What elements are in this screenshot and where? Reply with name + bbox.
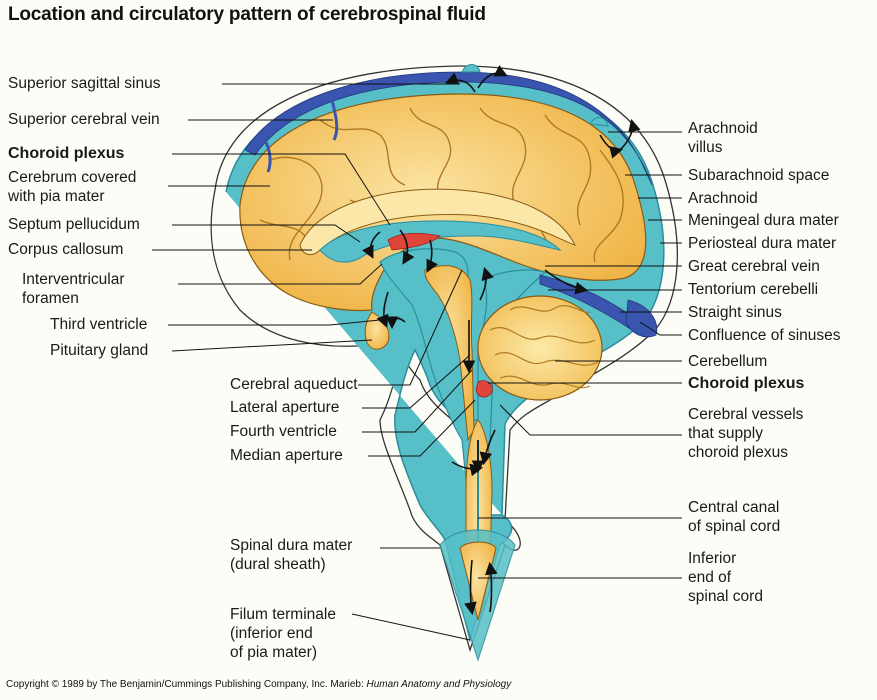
page-title: Location and circulatory pattern of cere…: [8, 4, 486, 25]
label-great-cerebral-vein: Great cerebral vein: [688, 258, 820, 275]
label-cerebral-aqueduct: Cerebral aqueduct: [230, 376, 358, 393]
label-choroid-plexus-bottom: Choroid plexus: [688, 375, 805, 392]
label-lateral-aperture: Lateral aperture: [230, 399, 340, 416]
label-fourth-ventricle: Fourth ventricle: [230, 423, 337, 440]
leader-lines: [152, 83, 682, 641]
choroid-plexus-shapes: [387, 232, 493, 398]
label-corpus-callosum: Corpus callosum: [8, 241, 124, 258]
label-choroid-plexus-top: Choroid plexus: [8, 145, 125, 162]
label-cerebrum: Cerebrum covered with pia mater: [8, 169, 137, 205]
csf-flow-arrows: [361, 64, 641, 616]
label-superior-cerebral-vein: Superior cerebral vein: [8, 111, 160, 128]
label-cerebral-vessels: Cerebral vessels that supply choroid ple…: [688, 406, 804, 461]
superior-cerebral-veins: [263, 91, 339, 173]
lateral-ventricle: [319, 220, 562, 263]
label-central-canal: Central canal of spinal cord: [688, 499, 781, 535]
brainstem-shape: [424, 265, 475, 442]
label-filum-terminale: Filum terminale (inferior end of pia mat…: [230, 606, 336, 661]
arachnoid-villi: [461, 64, 609, 127]
superior-sagittal-sinus-shape: [244, 71, 653, 186]
label-straight-sinus: Straight sinus: [688, 304, 782, 321]
label-confluence-of-sinuses: Confluence of sinuses: [688, 327, 841, 344]
label-arachnoid-villus: Arachnoid villus: [688, 120, 758, 156]
label-spinal-dura-mater: Spinal dura mater (dural sheath): [230, 537, 353, 573]
copyright-notice: Copyright © 1989 by The Benjamin/Cumming…: [6, 679, 511, 690]
label-cerebellum: Cerebellum: [688, 353, 768, 370]
label-septum-pellucidum: Septum pellucidum: [8, 216, 140, 233]
cerebellum-shape: [477, 295, 603, 401]
label-inferior-end: Inferior end of spinal cord: [688, 550, 763, 605]
spinal-cord-lower: [459, 541, 497, 621]
label-meningeal-dura-mater: Meningeal dura mater: [688, 212, 839, 229]
label-tentorium-cerebelli: Tentorium cerebelli: [688, 281, 819, 298]
copyright-book-title: Human Anatomy and Physiology: [366, 679, 512, 690]
label-median-aperture: Median aperture: [230, 447, 343, 464]
label-periosteal-dura-mater: Periosteal dura mater: [688, 235, 837, 252]
label-superior-sagittal-sinus: Superior sagittal sinus: [8, 75, 161, 92]
label-arachnoid: Arachnoid: [688, 190, 758, 207]
label-interventricular-foramen: Interventricular foramen: [22, 271, 125, 307]
label-third-ventricle: Third ventricle: [50, 316, 148, 333]
label-subarachnoid-space: Subarachnoid space: [688, 167, 830, 184]
label-pituitary-gland: Pituitary gland: [50, 342, 149, 359]
copyright-text: Copyright © 1989 by The Benjamin/Cumming…: [6, 679, 367, 690]
